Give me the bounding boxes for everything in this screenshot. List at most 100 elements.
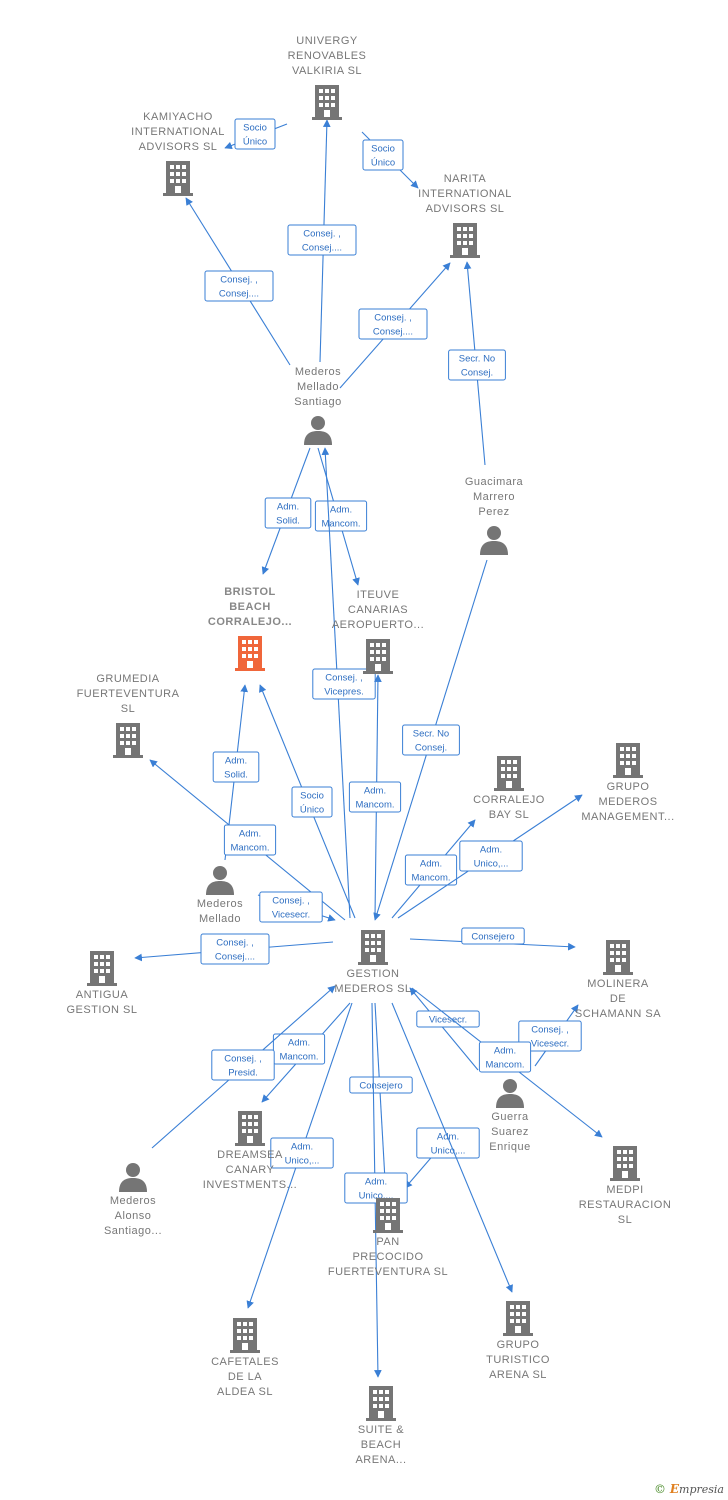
edge-line	[391, 1002, 513, 1293]
edge-label[interactable]: Adm.Unico,...	[270, 1137, 334, 1169]
building-icon	[163, 161, 193, 196]
edge-gestion-to-pan: Consejero	[349, 1002, 413, 1181]
node-label: AEROPUERTO...	[332, 619, 424, 631]
edge-label-box	[416, 1127, 480, 1159]
edge-label[interactable]: Consejero	[461, 927, 525, 945]
edge-label-text: Secr. No	[413, 729, 449, 740]
edge-label[interactable]: Adm.Mancom.	[404, 854, 458, 886]
edge-label-text: Consejero	[359, 1081, 402, 1092]
building-icon	[503, 1301, 533, 1336]
person-icon	[206, 866, 234, 895]
edge-label[interactable]: Adm.Mancom.	[223, 824, 277, 856]
edge-gestion-to-suite: Adm.Unico,...	[344, 1002, 408, 1378]
edge-label-box	[459, 840, 523, 872]
edge-gestion-to-corralejo_bay: Adm.Mancom.	[391, 819, 476, 919]
node-label: FUERTEVENTURA SL	[328, 1266, 448, 1278]
edge-label-text: Adm.	[480, 845, 502, 856]
edge-label[interactable]: Adm.Solid.	[264, 497, 312, 529]
edge-label[interactable]: Consej. ,Presid.	[211, 1049, 275, 1081]
edge-label-box	[312, 668, 376, 700]
edge-label-text: Consej....	[215, 952, 255, 963]
node-label: Guerra	[491, 1111, 529, 1123]
person-icon	[496, 1079, 524, 1108]
building-icon	[230, 1318, 260, 1353]
building-icon	[312, 85, 342, 120]
edge-label-text: Mancom.	[279, 1052, 318, 1063]
edge-gestion-to-molinera: Consejero	[409, 927, 576, 951]
edge-label[interactable]: Adm.Unico,...	[344, 1172, 408, 1204]
edge-mederos_santiago-to-kamiyacho: Consej. ,Consej....	[185, 197, 291, 366]
edge-label-text: Adm.	[365, 1177, 387, 1188]
building-icon	[358, 930, 388, 965]
building-icon	[235, 636, 265, 671]
node-label: SL	[121, 703, 135, 715]
edge-label-text: Adm.	[364, 786, 386, 797]
edge-label[interactable]: Consej. ,Consej....	[287, 224, 357, 256]
edge-label[interactable]: Consej. ,Vicepres.	[312, 668, 376, 700]
edge-label[interactable]: Adm.Mancom.	[272, 1033, 326, 1065]
node-label: INVESTMENTS...	[203, 1179, 297, 1191]
node-mederos_alonso[interactable]: MederosAlonsoSantiago...	[104, 1163, 162, 1237]
edge-mederos_santiago-to-bristol: Adm.Solid.	[261, 447, 312, 575]
edge-label[interactable]: Adm.Solid.	[212, 751, 260, 783]
node-label: CORRALEJO...	[208, 616, 292, 628]
node-iteuve[interactable]: ITEUVECANARIASAEROPUERTO...	[332, 589, 424, 674]
edge-label[interactable]: Vicesecr.	[416, 1010, 480, 1028]
node-label: INTERNATIONAL	[418, 188, 512, 200]
person-icon	[480, 526, 508, 555]
edge-label[interactable]: Adm.Unico,...	[459, 840, 523, 872]
edge-label[interactable]: Adm.Mancom.	[478, 1041, 532, 1073]
edge-label[interactable]: Consej. ,Consej....	[204, 270, 274, 302]
building-icon	[450, 223, 480, 258]
edge-label[interactable]: Consej. ,Consej....	[358, 308, 428, 340]
node-label: DREAMSEA	[217, 1149, 283, 1161]
edge-label[interactable]: Adm.Mancom.	[314, 500, 368, 532]
edge-label[interactable]: Consej. ,Consej....	[200, 933, 270, 965]
node-suite[interactable]: SUITE &BEACHARENA...	[355, 1386, 406, 1466]
edge-label-box	[272, 1033, 326, 1065]
building-icon	[366, 1386, 396, 1421]
node-label: FUERTEVENTURA	[77, 688, 180, 700]
edge-label[interactable]: Adm.Unico,...	[416, 1127, 480, 1159]
edge-label-text: Consejero	[471, 932, 514, 943]
edge-label-text: Adm.	[225, 756, 247, 767]
node-dreamsea[interactable]: DREAMSEACANARYINVESTMENTS...	[203, 1111, 297, 1191]
node-grupo_mederos[interactable]: GRUPOMEDEROSMANAGEMENT...	[581, 743, 674, 823]
edge-label-text: Consej. ,	[303, 229, 341, 240]
node-bristol[interactable]: BRISTOLBEACHCORRALEJO...	[208, 586, 292, 671]
edge-label[interactable]: Adm.Mancom.	[348, 781, 402, 813]
edge-label[interactable]: Consejero	[349, 1076, 413, 1094]
node-label: TURISTICO	[486, 1354, 550, 1366]
edge-label-box	[402, 724, 460, 756]
edge-label[interactable]: Consej. ,Vicesecr.	[259, 891, 323, 923]
edge-label[interactable]: Consej. ,Vicesecr.	[518, 1020, 582, 1052]
building-icon	[603, 940, 633, 975]
edge-line	[409, 987, 479, 1071]
edge-label-box	[234, 118, 276, 150]
edge-label-box	[270, 1137, 334, 1169]
